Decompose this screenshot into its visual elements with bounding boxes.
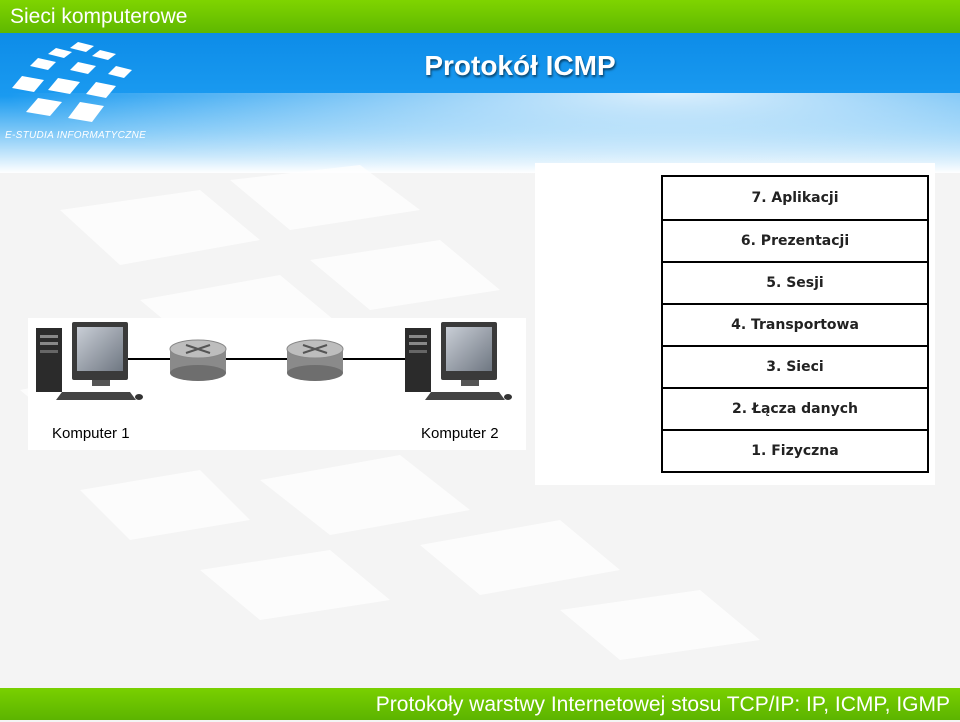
footer-text: Protokoły warstwy Internetowej stosu TCP… xyxy=(375,693,950,716)
footer-bar: Protokoły warstwy Internetowej stosu TCP… xyxy=(0,688,960,720)
course-header-bar: Sieci komputerowe xyxy=(0,0,960,33)
computer-2-icon xyxy=(405,322,512,400)
computer-1-label: Komputer 1 xyxy=(52,425,130,442)
osi-layer-session: 5. Sesji xyxy=(663,261,927,303)
osi-layer-data-link: 2. Łącza danych xyxy=(663,387,927,429)
header-band xyxy=(0,33,960,183)
e-studia-logo-icon xyxy=(12,42,132,122)
osi-layer-network: 3. Sieci xyxy=(663,345,927,387)
computer-1-icon xyxy=(36,322,143,400)
slide-title: Protokół ICMP xyxy=(424,50,616,81)
osi-layer-application: 7. Aplikacji xyxy=(751,190,839,206)
router-1-icon xyxy=(169,339,227,381)
course-title: Sieci komputerowe xyxy=(10,5,188,28)
osi-layer-transport: 4. Transportowa xyxy=(663,303,927,345)
computer-2-label: Komputer 2 xyxy=(421,425,499,442)
osi-layer-physical: 1. Fizyczna xyxy=(663,429,927,471)
osi-layer-stack: 7. Aplikacji 6. Prezentacji 5. Sesji 4. … xyxy=(661,175,929,473)
logo-text: E-STUDIA INFORMATYCZNE xyxy=(5,130,147,141)
osi-layer-presentation: 6. Prezentacji xyxy=(663,219,927,261)
router-2-icon xyxy=(286,339,344,381)
